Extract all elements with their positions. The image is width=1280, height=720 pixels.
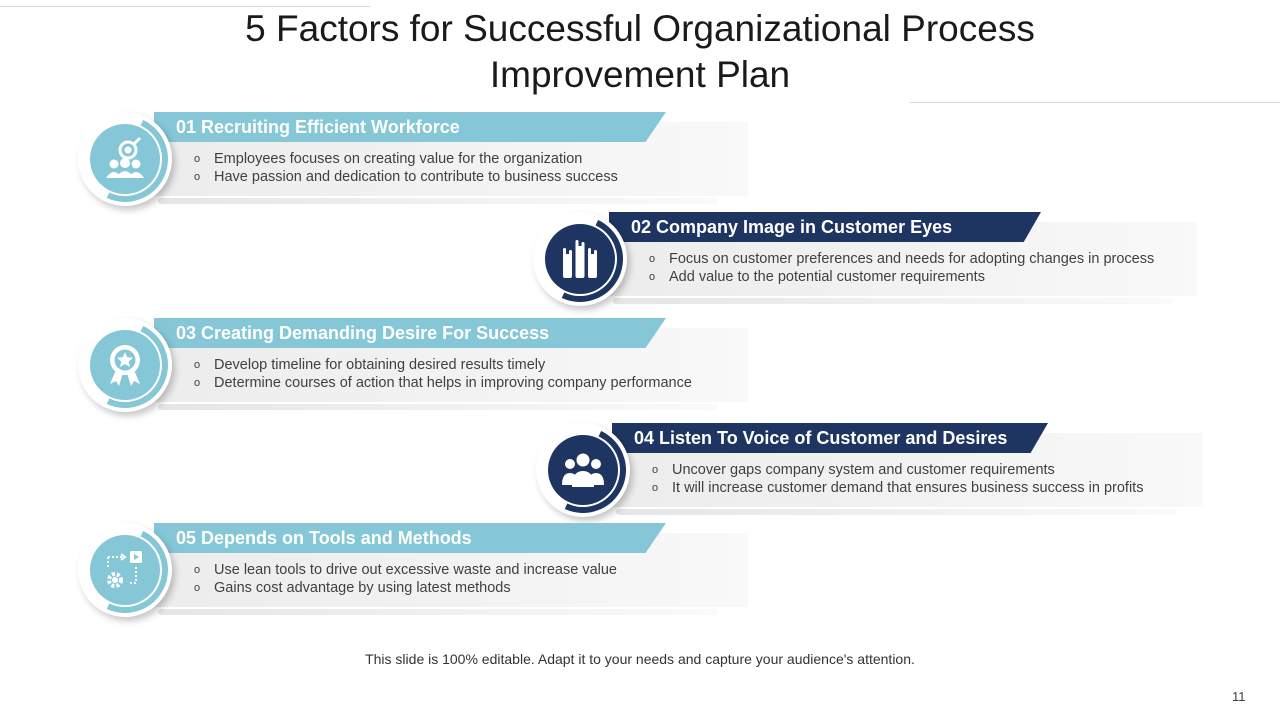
factor-card-03: 03 Creating Demanding Desire For Success… [69,309,758,428]
factor-card-05: 05 Depends on Tools and Methods Use lean… [69,514,758,633]
factor-points: Use lean tools to drive out excessive wa… [194,561,617,597]
top-right-rule [910,102,1280,103]
top-left-rule [0,6,370,7]
page-number: 11 [1232,689,1246,704]
factor-heading: 02 Company Image in Customer Eyes [609,212,1041,242]
slide-footer-note: This slide is 100% editable. Adapt it to… [365,651,915,667]
raised-hands-icon [545,224,615,294]
factor-point: Employees focuses on creating value for … [194,150,618,168]
factor-icon-ring [524,203,636,315]
factor-point: Determine courses of action that helps i… [194,374,692,392]
factor-shadow [613,298,1173,304]
recruit-search-people-icon [90,124,160,194]
title-line-2: Improvement Plan [489,54,791,95]
award-ribbon-icon [90,330,160,400]
factor-heading: 01 Recruiting Efficient Workforce [154,112,666,142]
factor-shadow [158,404,718,410]
factor-points: Uncover gaps company system and customer… [652,461,1143,497]
factor-points: Employees focuses on creating value for … [194,150,618,186]
factor-icon-ring [69,103,181,215]
factor-point: Focus on customer preferences and needs … [649,250,1154,268]
factor-card-02: 01 Recruiting Efficient Workforce 02 Com… [524,203,1213,322]
factor-points: Focus on customer preferences and needs … [649,250,1154,286]
factor-point: It will increase customer demand that en… [652,479,1143,497]
factor-point: Use lean tools to drive out excessive wa… [194,561,617,579]
factor-heading: 04 Listen To Voice of Customer and Desir… [612,423,1048,453]
factor-point: Add value to the potential customer requ… [649,268,1154,286]
factor-point: Have passion and dedication to contribut… [194,168,618,186]
factor-icon-ring [527,414,639,526]
factor-heading: 03 Creating Demanding Desire For Success [154,318,666,348]
factor-points: Develop timeline for obtaining desired r… [194,356,692,392]
factor-card-01: 01 Recruiting Efficient Workforce Employ… [69,103,758,222]
factor-heading: 05 Depends on Tools and Methods [154,523,666,553]
factor-point: Uncover gaps company system and customer… [652,461,1143,479]
factor-point: Develop timeline for obtaining desired r… [194,356,692,374]
customer-group-icon [548,435,618,505]
slide-title: 5 Factors for Successful Organizational … [140,6,1140,98]
factor-shadow [158,198,718,204]
factor-icon-ring [69,309,181,421]
factor-point: Gains cost advantage by using latest met… [194,579,617,597]
factor-shadow [158,609,718,615]
factor-card-04: 04 Listen To Voice of Customer and Desir… [527,414,1216,533]
title-line-1: 5 Factors for Successful Organizational … [245,8,1035,49]
tools-methods-icon [90,535,160,605]
factor-icon-ring [69,514,181,626]
factor-shadow [616,509,1176,515]
